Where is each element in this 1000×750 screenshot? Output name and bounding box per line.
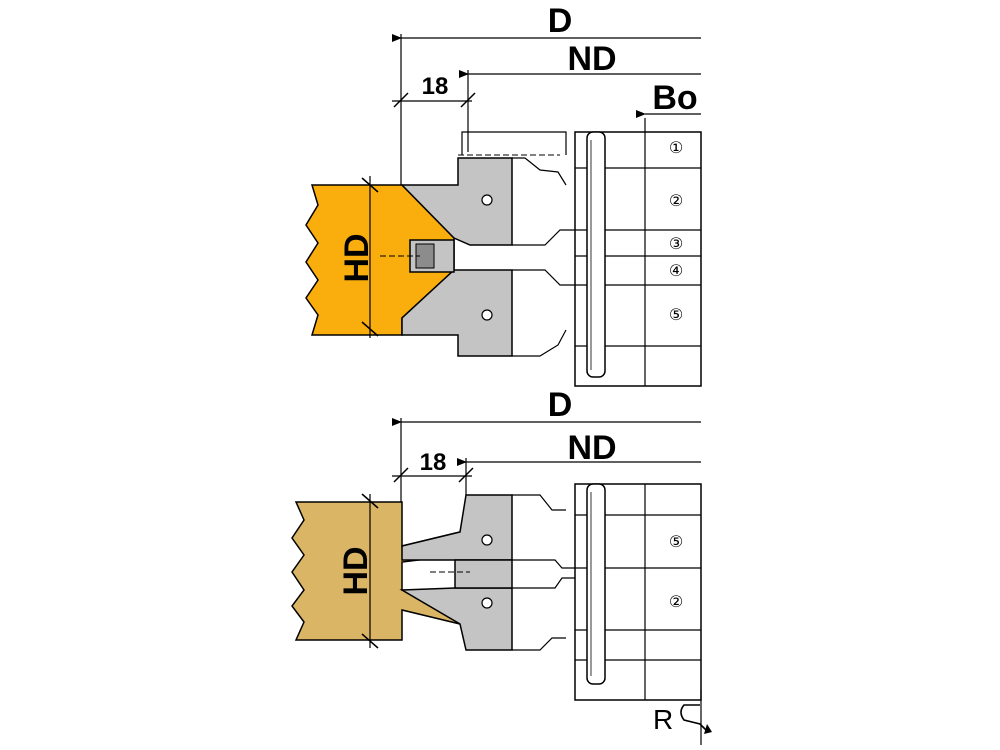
top-diagram: ① ② ③ ④ ⑤ D ND Bo 18 HD bbox=[305, 2, 702, 387]
spacer-3-label: ③ bbox=[669, 234, 683, 253]
rotation-arrow-icon bbox=[680, 704, 707, 731]
cutter-upper-top bbox=[400, 157, 513, 246]
spacer-1-label: ① bbox=[669, 138, 683, 157]
dim-nd-label-bottom: ND bbox=[567, 429, 616, 467]
cutter-lower-bottom bbox=[399, 587, 513, 651]
spacer-stack-top bbox=[574, 131, 702, 387]
rotation-label: R bbox=[653, 704, 673, 735]
spacer-5-label-bottom: ⑤ bbox=[669, 532, 683, 551]
dim-18-label-top: 18 bbox=[422, 73, 449, 100]
workpiece-bottom bbox=[291, 501, 461, 641]
dim-18-label-bottom: 18 bbox=[420, 449, 447, 476]
cutter-upper-bottom bbox=[401, 494, 513, 561]
dim-hd-label-bottom: HD bbox=[337, 546, 375, 595]
pin-top bbox=[586, 131, 606, 378]
spacer-2-label-bottom: ② bbox=[669, 592, 683, 611]
spacer-5-label: ⑤ bbox=[669, 305, 683, 324]
bottom-diagram: ⑤ ② D ND 18 HD R bbox=[291, 386, 712, 745]
cutter-lower-top bbox=[401, 269, 513, 357]
groove-insert-bottom bbox=[454, 559, 513, 589]
dim-d-label-top: D bbox=[548, 2, 573, 40]
dim-hd-label-top: HD bbox=[338, 233, 376, 282]
spacer-stack-bottom bbox=[574, 483, 702, 701]
dim-nd-label-top: ND bbox=[567, 40, 616, 78]
dim-bo-label-top: Bo bbox=[652, 79, 697, 117]
dim-d-label-bottom: D bbox=[548, 386, 573, 424]
spacer-4-label: ④ bbox=[669, 261, 683, 280]
spacer-2-label: ② bbox=[669, 191, 683, 210]
pin-bottom bbox=[586, 483, 606, 685]
